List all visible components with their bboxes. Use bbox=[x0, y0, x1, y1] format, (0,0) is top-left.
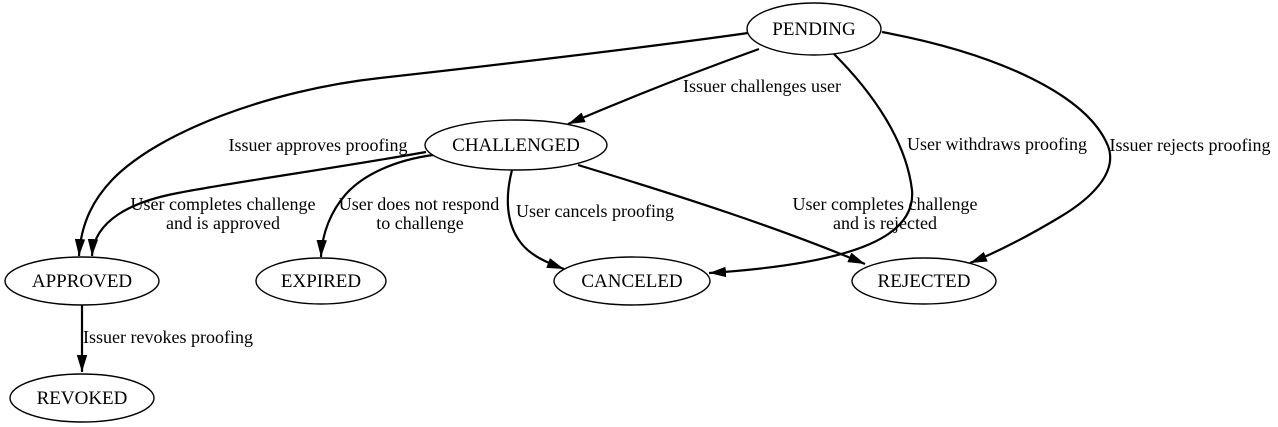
rejected-label: REJECTED bbox=[878, 271, 971, 292]
state-node-revoked: REVOKED bbox=[9, 373, 155, 423]
edge-challenged-canceled bbox=[506, 169, 565, 271]
state-node-pending: PENDING bbox=[746, 2, 882, 56]
nodes-layer: PENDING CHALLENGED APPROVED EXPIRED CANC… bbox=[4, 2, 997, 423]
revoked-ellipse bbox=[9, 373, 155, 423]
edge-label-user-completes-challenge-rejected-line1: User completes challenge bbox=[793, 194, 978, 214]
edge-challenged-rejected bbox=[577, 163, 866, 266]
edge-pending-challenged bbox=[567, 47, 760, 126]
edge-label-user-completes-challenge-approved-line2: and is approved bbox=[166, 213, 280, 233]
approved-label: APPROVED bbox=[32, 271, 132, 292]
edge-label-user-cancels-proofing: User cancels proofing bbox=[516, 201, 674, 221]
challenged-ellipse bbox=[424, 119, 608, 171]
state-node-approved: APPROVED bbox=[4, 256, 160, 306]
edge-label-user-does-not-respond-line2: to challenge bbox=[376, 213, 463, 233]
edge-label-user-does-not-respond-line1: User does not respond bbox=[339, 194, 499, 214]
approved-ellipse bbox=[4, 256, 160, 306]
canceled-ellipse bbox=[553, 256, 711, 306]
edge-challenged-expired bbox=[316, 153, 434, 258]
state-node-canceled: CANCELED bbox=[553, 256, 711, 306]
state-node-challenged: CHALLENGED bbox=[424, 119, 608, 171]
pending-ellipse bbox=[746, 2, 882, 56]
edge-pending-canceled bbox=[708, 53, 914, 278]
state-node-expired: EXPIRED bbox=[255, 257, 387, 305]
edge-label-issuer-rejects-proofing: Issuer rejects proofing bbox=[1110, 135, 1271, 155]
edge-label-user-withdraws-proofing: User withdraws proofing bbox=[907, 134, 1087, 154]
canceled-label: CANCELED bbox=[581, 271, 682, 292]
edge-label-issuer-challenges-user: Issuer challenges user bbox=[683, 76, 841, 96]
state-node-rejected: REJECTED bbox=[851, 257, 997, 305]
edge-label-issuer-revokes-proofing: Issuer revokes proofing bbox=[83, 327, 253, 347]
edge-label-user-completes-challenge-approved-line1: User completes challenge bbox=[131, 194, 316, 214]
expired-ellipse bbox=[255, 257, 387, 305]
edges-layer bbox=[74, 30, 1112, 372]
edge-label-user-completes-challenge-rejected-line2: and is rejected bbox=[833, 213, 937, 233]
edge-pending-approved bbox=[74, 31, 749, 257]
rejected-ellipse bbox=[851, 257, 997, 305]
revoked-label: REVOKED bbox=[37, 388, 128, 409]
expired-label: EXPIRED bbox=[281, 271, 361, 292]
pending-label: PENDING bbox=[772, 19, 856, 40]
edge-label-issuer-approves-proofing: Issuer approves proofing bbox=[229, 135, 408, 155]
edge-pending-rejected bbox=[881, 30, 1112, 265]
challenged-label: CHALLENGED bbox=[452, 135, 580, 156]
edge-challenged-approved bbox=[87, 150, 427, 257]
edge-labels-layer: Issuer challenges user Issuer approves p… bbox=[83, 76, 1270, 347]
